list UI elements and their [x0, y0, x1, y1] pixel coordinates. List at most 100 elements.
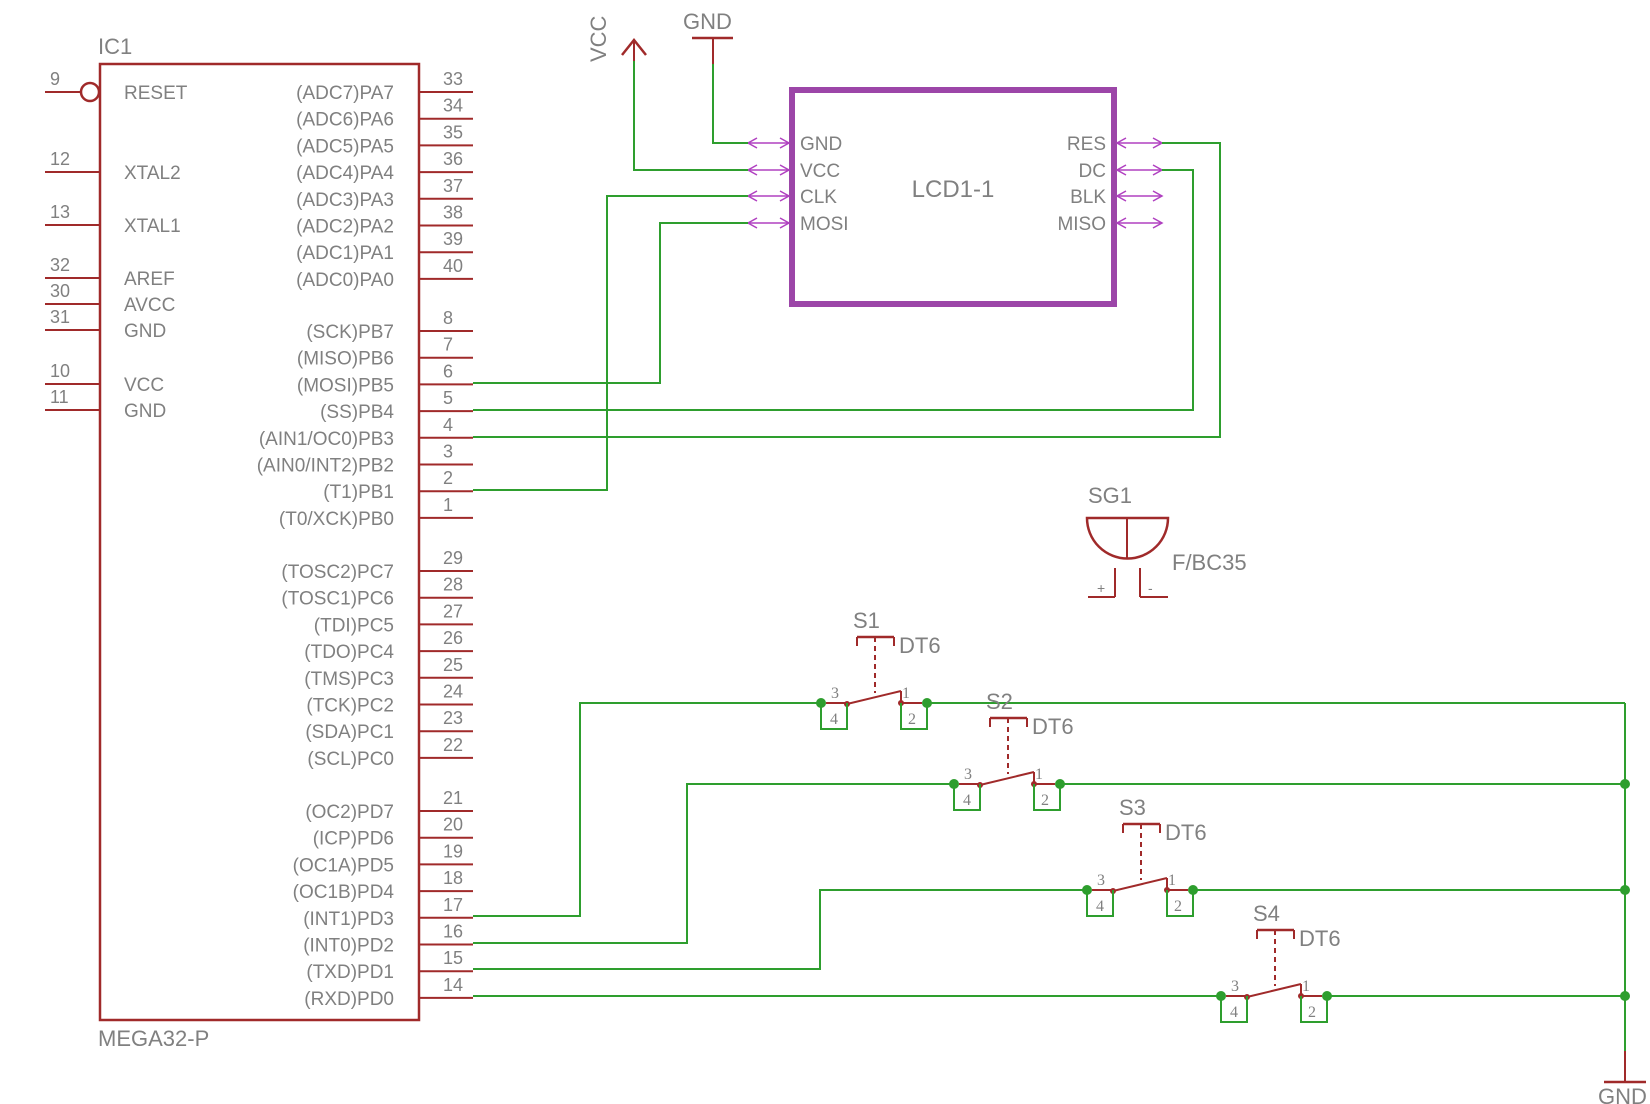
lcd-left-pin-name: VCC [800, 161, 840, 182]
wire-pd1-s3 [473, 889, 1087, 970]
ic-right-pin-name: (T1)PB1 [323, 482, 394, 503]
wire-pb1-clk [473, 195, 748, 491]
ic-right-pin-number: 36 [443, 149, 463, 169]
ic-right-pin-number: 34 [443, 96, 463, 116]
lcd-pin-arrow [779, 164, 791, 176]
wire-pd2-s2 [473, 783, 954, 944]
ic-right-pin-number: 40 [443, 256, 463, 276]
junction [949, 779, 959, 789]
ic1-value: MEGA32-P [98, 1026, 209, 1051]
switch-pin-number: 2 [908, 711, 916, 728]
switch-pin-number: 1 [1035, 766, 1043, 783]
ic-right-pin-number: 23 [443, 708, 463, 728]
switch-pin2-box [1033, 784, 1061, 811]
switch-ref: S3 [1119, 795, 1146, 820]
ic-right-pin-number: 3 [443, 442, 453, 462]
wire-pb4-dc [473, 169, 1194, 411]
ic-right-pin-name: (ICP)PD6 [313, 829, 394, 850]
junction [1620, 991, 1630, 1001]
ic-right-pin-number: 33 [443, 69, 463, 89]
ic-right-pin-number: 17 [443, 895, 463, 915]
ic-right-pin-number: 7 [443, 335, 453, 355]
ic-right-pin-number: 29 [443, 548, 463, 568]
ic-right-pin-number: 28 [443, 575, 463, 595]
ic-right-pin-number: 2 [443, 468, 453, 488]
switch-pin-number: 1 [1302, 978, 1310, 995]
junction [1216, 991, 1226, 1001]
ic-left-pin-name: RESET [124, 83, 188, 104]
ic-right-pin-name: (MOSI)PB5 [297, 375, 394, 396]
vcc-label: VCC [586, 15, 611, 62]
ic-right-pin-name: (MISO)PB6 [297, 349, 394, 370]
lcd-left-pins: GND VCC CLK MOSI [746, 134, 849, 235]
switch-pin-number: 3 [964, 766, 972, 783]
lcd-pin-arrow [1115, 137, 1127, 149]
ic-right-pin-number: 5 [443, 388, 453, 408]
ic-right-pin-name: (OC1B)PD4 [293, 882, 395, 903]
switch-pin4-box [1220, 996, 1248, 1023]
ic-right-pin-number: 16 [443, 922, 463, 942]
ic1-right-pins: 33(ADC7)PA734(ADC6)PA635(ADC5)PA536(ADC4… [257, 69, 473, 1010]
ic-right-pin-name: (ADC4)PA4 [296, 163, 394, 184]
ic-left-pin-number: 13 [50, 202, 70, 222]
switch-pin2-box [900, 703, 928, 730]
lcd-pin-arrow [779, 137, 791, 149]
ic-right-pin-name: (INT0)PD2 [303, 936, 394, 957]
ic-right-pin-name: (TXD)PD1 [306, 962, 394, 983]
buzzer-plus: + [1097, 580, 1105, 596]
switch-pin-number: 3 [1231, 978, 1239, 995]
junction [1322, 991, 1332, 1001]
ic-right-pin-name: (OC2)PD7 [305, 802, 394, 823]
ic-right-pin-number: 25 [443, 655, 463, 675]
ic-left-pin-number: 10 [50, 361, 70, 381]
switch-pin-number: 3 [831, 685, 839, 702]
switch-lever [979, 771, 1035, 786]
wire-gnd-lcd [712, 64, 748, 144]
switch-ref: S1 [853, 608, 880, 633]
lcd-right-pin-name: BLK [1070, 187, 1106, 208]
junction [816, 698, 826, 708]
gnd-top-label: GND [683, 9, 732, 34]
ic-right-pin-number: 18 [443, 868, 463, 888]
ic-right-pin-name: (TDO)PC4 [304, 642, 394, 663]
ic-right-pin-name: (TOSC2)PC7 [281, 562, 394, 583]
switch-pin-number: 1 [902, 685, 910, 702]
gnd-top-symbol: GND [683, 9, 733, 64]
ic-left-pin-number: 30 [50, 281, 70, 301]
gnd-bottom-symbol: GND [1598, 1051, 1647, 1104]
junction [1055, 779, 1065, 789]
ic-right-pin-name: (ADC6)PA6 [296, 110, 394, 131]
switch-lever [1112, 877, 1168, 892]
ic-left-pin-name: XTAL2 [124, 163, 181, 184]
ic-left-pin-name: VCC [124, 375, 164, 396]
switch-pin-number: 2 [1308, 1004, 1316, 1021]
buzzer-ref: SG1 [1088, 483, 1132, 508]
ic-left-pin-number: 32 [50, 255, 70, 275]
lcd-right-pin-name: MISO [1057, 214, 1106, 235]
wire-vcc-lcd [633, 61, 748, 171]
lcd-left-pin-name: GND [800, 134, 842, 155]
ic-right-pin-name: (TMS)PC3 [304, 669, 394, 690]
switch-pin2-box [1166, 890, 1194, 917]
junction [1620, 885, 1630, 895]
ic-right-pin-name: (ADC2)PA2 [296, 217, 394, 238]
ic-right-pin-name: (SDA)PC1 [305, 722, 394, 743]
switch-pin-number: 3 [1097, 872, 1105, 889]
switch-lever [846, 690, 902, 705]
lcd-left-pin-name: MOSI [800, 214, 849, 235]
lcd-left-pin-name: CLK [800, 187, 837, 208]
ic-right-pin-name: (AIN0/INT2)PB2 [257, 456, 394, 477]
junction [1620, 779, 1630, 789]
vcc-arrow [621, 37, 647, 56]
ic-right-pin-number: 37 [443, 176, 463, 196]
ic1-ref: IC1 [98, 34, 132, 59]
ic-right-pin-name: (TCK)PC2 [306, 696, 394, 717]
buzzer-value: F/BC35 [1172, 550, 1247, 575]
lcd-pin-arrow [779, 190, 791, 202]
switch-pin4-box [953, 784, 981, 811]
ic-right-pin-number: 22 [443, 735, 463, 755]
